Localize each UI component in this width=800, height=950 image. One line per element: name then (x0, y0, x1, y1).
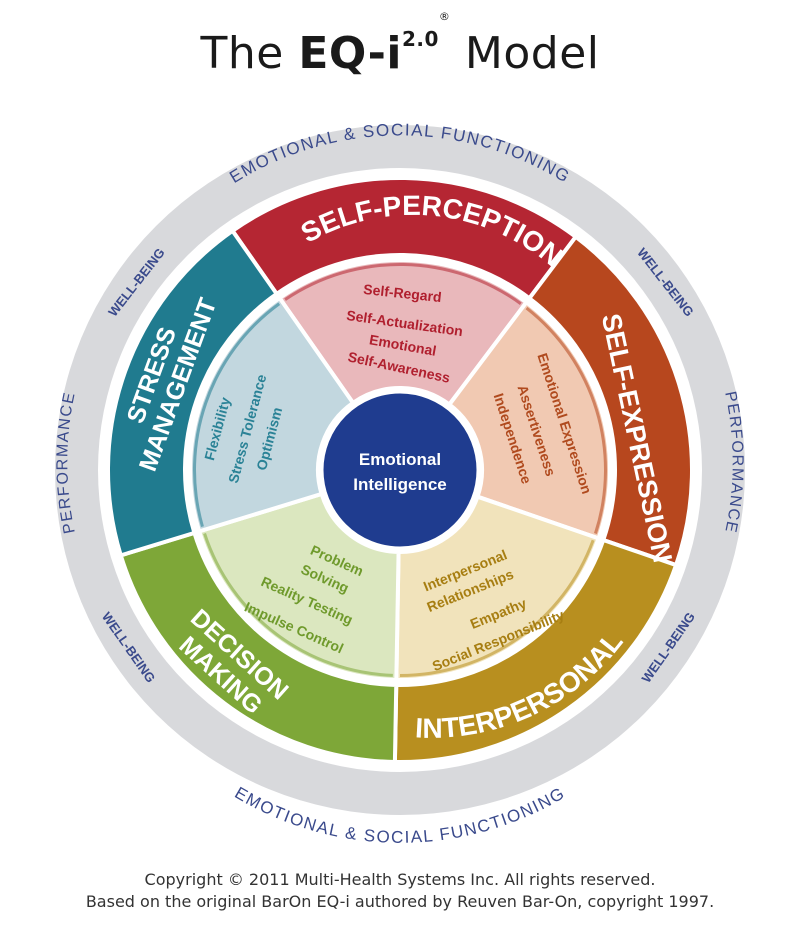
attribution-line: Based on the original BarOn EQ-i authore… (85, 892, 715, 911)
composite-inner-sectors (188, 258, 612, 683)
title-version: 2.0® (401, 10, 451, 52)
composite-outer-bands (106, 176, 694, 764)
title-suffix: Model (464, 28, 600, 79)
ring-label-right: PERFORMANCE (721, 390, 746, 535)
composite-sector-stress-management (188, 295, 356, 534)
composite-sector-self-perception (276, 258, 530, 408)
registered-mark: ® (438, 10, 451, 24)
composite-sector-decision-making (196, 491, 401, 683)
title-prefix: The (200, 28, 284, 79)
center-label-line2: Intelligence (353, 475, 447, 494)
composite-accent-interpersonal (400, 539, 595, 677)
center-label-line1: Emotional (359, 450, 441, 469)
copyright-line: Copyright © 2011 Multi-Health Systems In… (144, 870, 656, 889)
ring-label-left: PERFORMANCE (54, 390, 79, 535)
composite-sector-interpersonal (394, 494, 602, 682)
composite-accent-stress-management (193, 302, 281, 528)
diagram-title: The EQ-i2.0® Model (0, 10, 800, 79)
composite-accent-self-perception (284, 262, 522, 305)
composite-band-stress-management (106, 228, 280, 558)
composite-sector-self-expression (446, 299, 612, 541)
composite-accent-decision-making (203, 533, 393, 677)
center-core (320, 390, 480, 550)
title-brand: EQ-i (298, 28, 402, 79)
